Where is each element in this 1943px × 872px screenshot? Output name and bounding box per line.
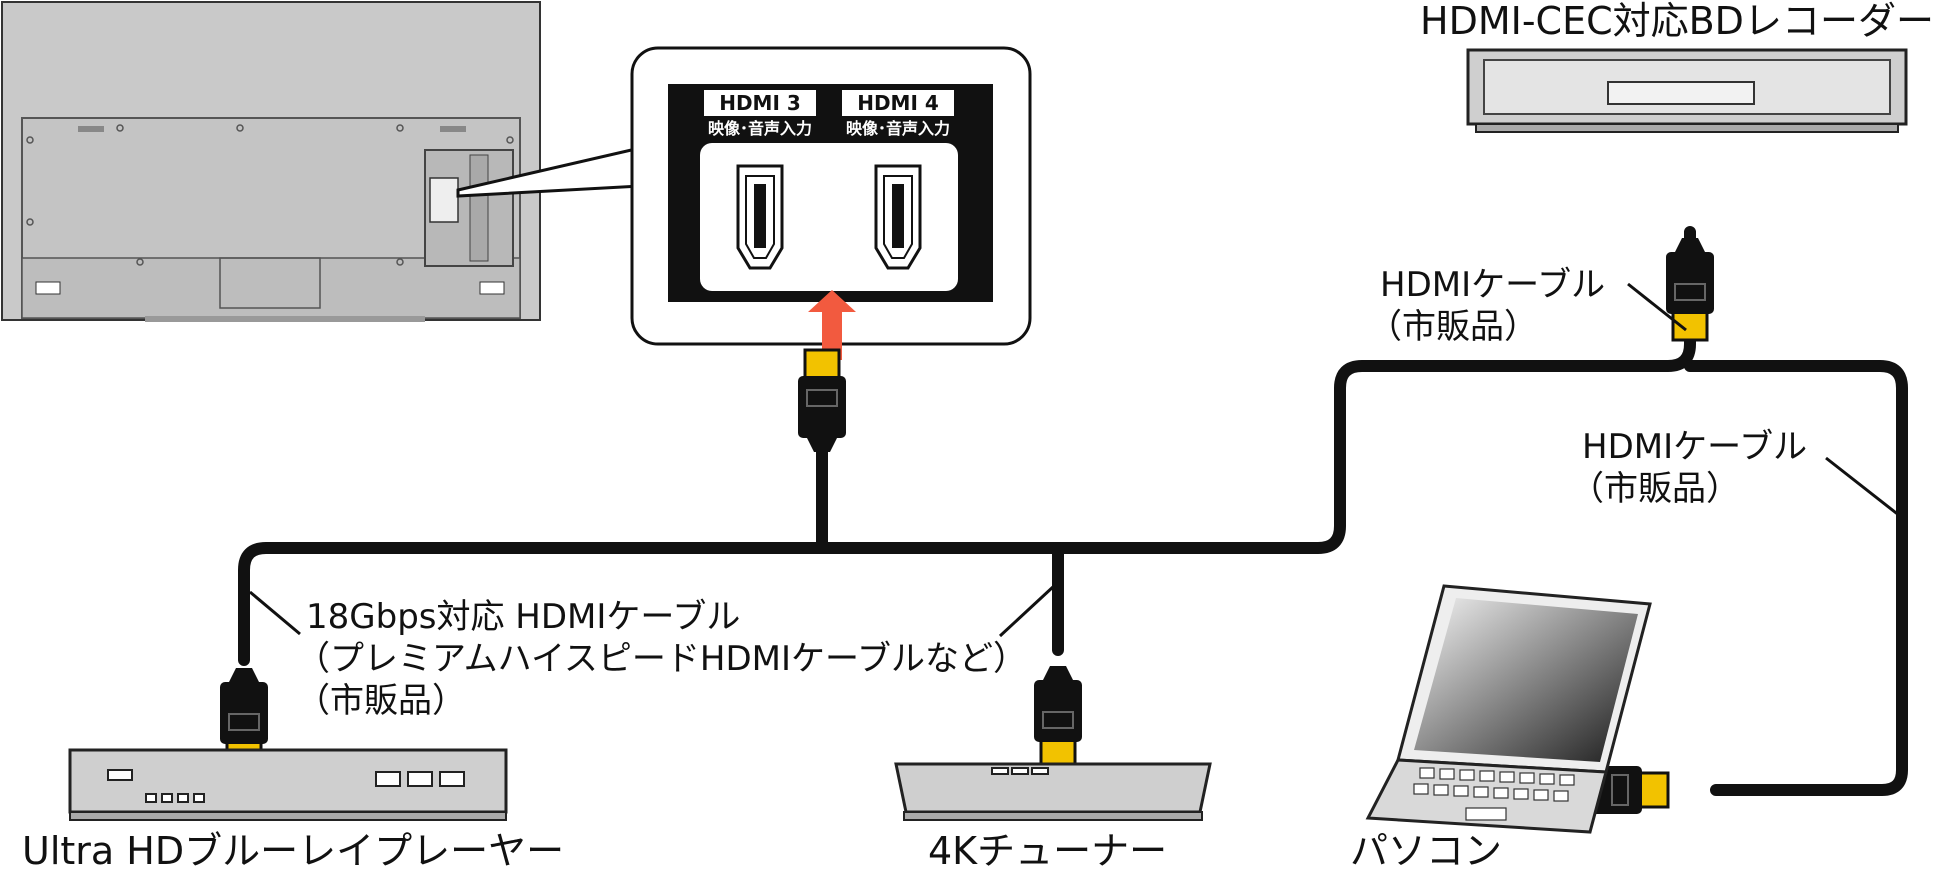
main-cable-label: 18Gbps対応 HDMIケーブル	[306, 597, 740, 637]
pc-cable-note: （市販品）	[1570, 469, 1740, 509]
cable-lines	[238, 226, 1908, 796]
uhd-player-label: Ultra HDブルーレイプレーヤー	[22, 829, 564, 872]
hdmi4-sublabel: 映像･音声入力	[846, 119, 950, 138]
pc-cable-label: HDMIケーブル	[1582, 427, 1807, 467]
tuner-4k-icon	[894, 762, 1212, 821]
bd-recorder-label: HDMI-CEC対応BDレコーダー	[1420, 0, 1934, 43]
hdmi-connector-icon	[1664, 236, 1716, 342]
bd-recorder-icon	[1466, 48, 1908, 133]
hdmi3-sublabel: 映像･音声入力	[708, 119, 812, 138]
hdmi-port-panel: HDMI 3 HDMI 4 映像･音声入力 映像･音声入力	[630, 46, 1032, 346]
uhd-player-icon	[68, 748, 508, 821]
hdmi-connector-icon	[1032, 664, 1084, 770]
hdmi-port-icon	[736, 164, 784, 270]
hdmi4-label: HDMI 4	[857, 91, 939, 115]
hdmi3-label: HDMI 3	[719, 91, 801, 115]
bd-cable-note: （市販品）	[1368, 307, 1538, 347]
pc-label: パソコン	[1350, 829, 1502, 872]
main-cable-note: （市販品）	[296, 681, 466, 721]
up-arrow-icon	[808, 290, 856, 360]
laptop-icon	[1365, 584, 1652, 834]
tv-back-icon	[1, 1, 541, 322]
hdmi-port-icon	[874, 164, 922, 270]
main-cable-example: （プレミアムハイスピードHDMIケーブルなど）	[296, 639, 1027, 679]
bd-cable-label: HDMIケーブル	[1380, 265, 1605, 305]
tuner-4k-label: 4Kチューナー	[928, 829, 1167, 872]
leader-lines	[249, 282, 1901, 638]
hdmi-connector-icon	[796, 348, 848, 454]
